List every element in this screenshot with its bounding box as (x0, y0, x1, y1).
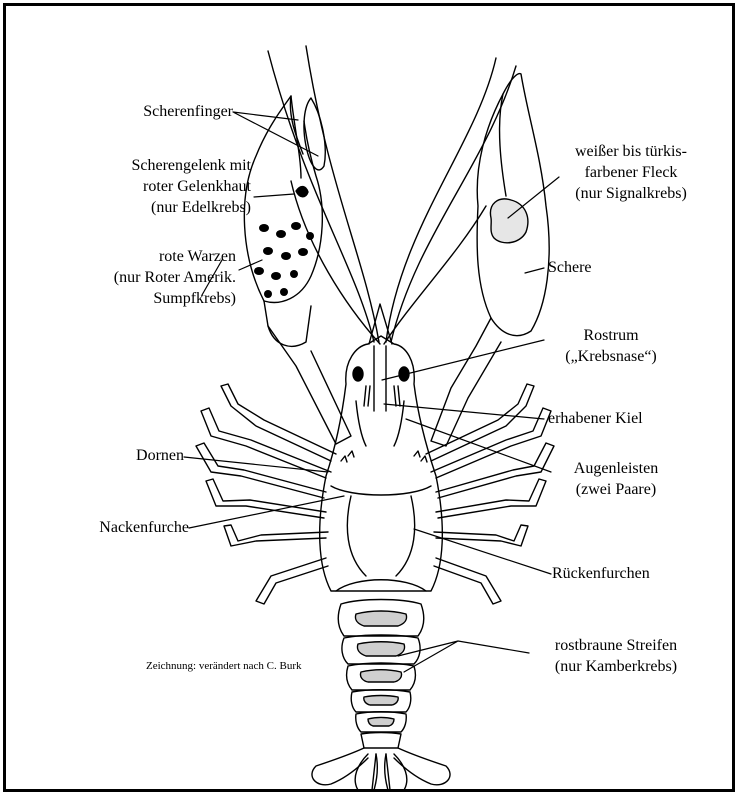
label-rostrum-2: („Krebsnase“) (541, 347, 681, 366)
carapace (320, 304, 443, 591)
label-rueckenfurchen: Rückenfurchen (552, 564, 650, 583)
label-fleck-1: weißer bis türkis- (536, 142, 726, 161)
left-legs (196, 384, 336, 604)
label-streifen-2: (nur Kamberkrebs) (521, 657, 711, 676)
label-augenleisten-1: Augenleisten (546, 459, 686, 478)
label-warzen-2: (nur Roter Amerik. (26, 268, 236, 287)
label-warzen-1: rote Warzen (26, 247, 236, 266)
abdomen (338, 600, 424, 749)
label-dornen: Dornen (66, 446, 184, 465)
label-scherengelenk-1: Scherengelenk mit (26, 156, 251, 175)
label-scherengelenk-3: (nur Edelkrebs) (26, 198, 251, 217)
label-fleck-2: farbener Fleck (536, 163, 726, 182)
right-legs (426, 384, 554, 604)
diagram-frame: Scherenfinger Scherengelenk mit roter Ge… (3, 3, 735, 792)
label-streifen-1: rostbraune Streifen (521, 636, 711, 655)
label-rostrum-1: Rostrum (541, 326, 681, 345)
label-schere: Schere (548, 258, 592, 277)
label-fleck-3: (nur Signalkrebs) (536, 184, 726, 203)
leader-lines (184, 112, 559, 672)
label-scherenfinger: Scherenfinger (66, 102, 233, 121)
label-nackenfurche: Nackenfurche (46, 518, 189, 537)
drawing-credit: Zeichnung: verändert nach C. Burk (146, 660, 301, 673)
tail-fan (312, 748, 450, 790)
label-scherengelenk-2: roter Gelenkhaut (26, 177, 251, 196)
label-augenleisten-2: (zwei Paare) (546, 480, 686, 499)
label-kiel: erhabener Kiel (548, 409, 643, 428)
label-warzen-3: Sumpfkrebs) (26, 289, 236, 308)
